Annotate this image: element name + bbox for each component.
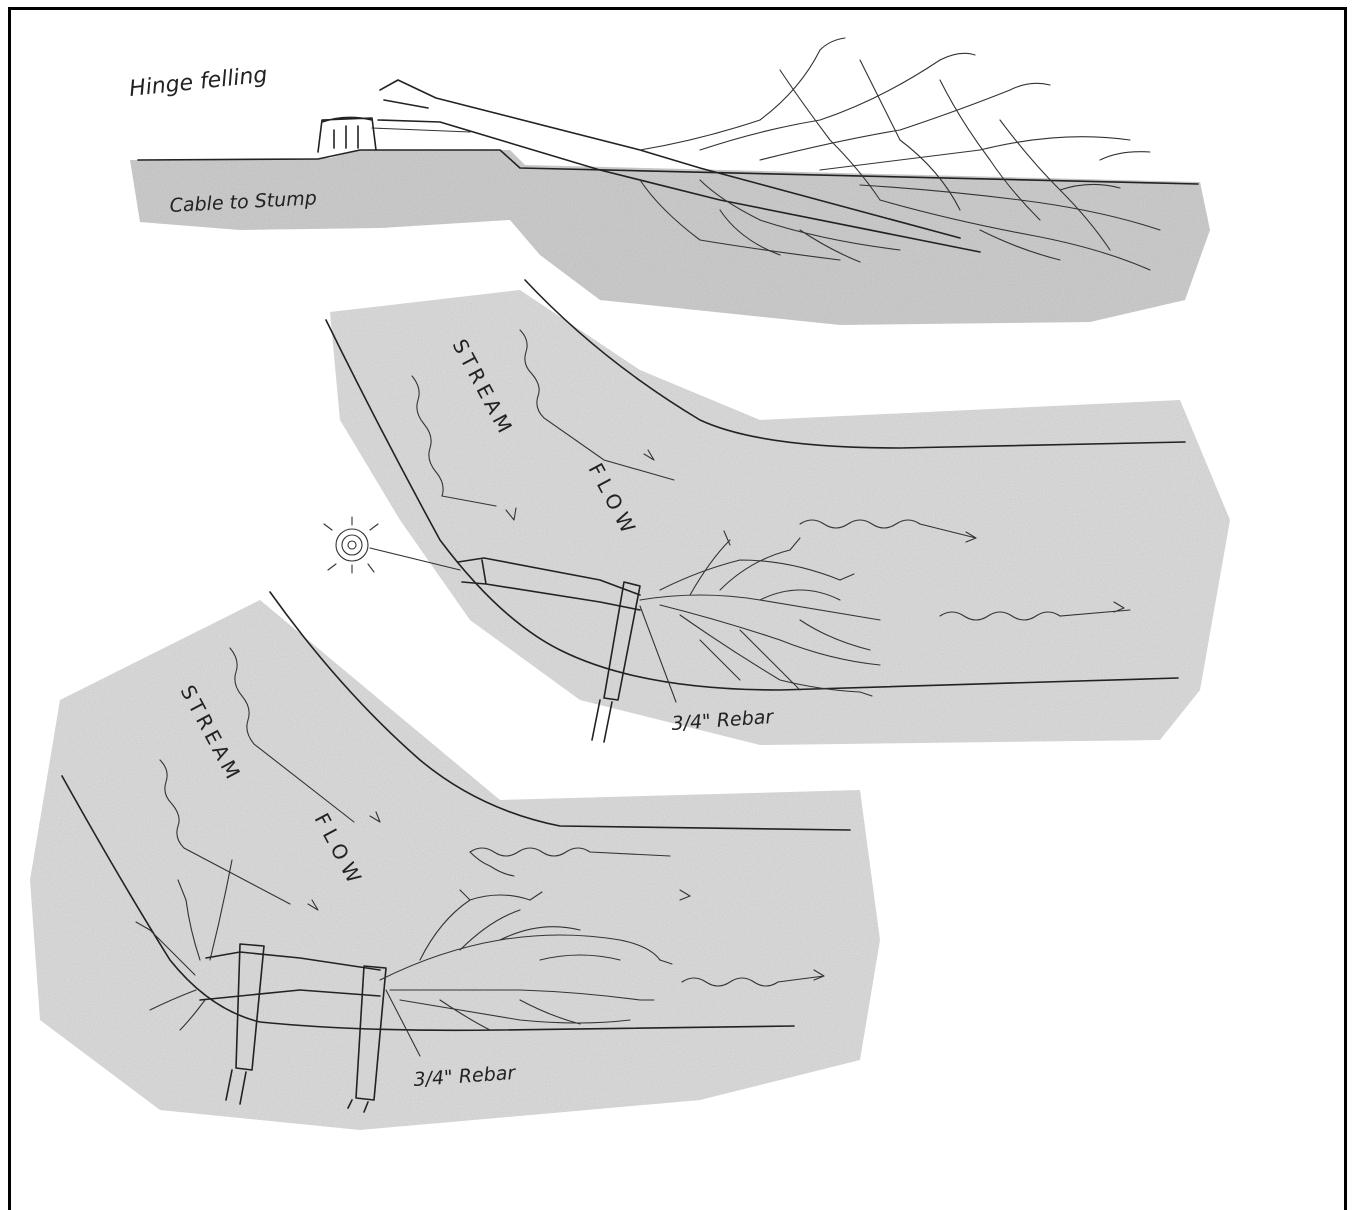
plan-view-panel-1: 3/4" Rebar STREAM FLOW: [324, 280, 1230, 745]
cable: [372, 128, 470, 132]
stump: [318, 117, 376, 152]
anchor-stump: [324, 517, 378, 573]
hinge-felling-label: Hinge felling: [128, 63, 269, 102]
bank-texture: [130, 150, 1210, 325]
hinge-felling-panel: Hinge felling Cable to Stump: [128, 38, 1210, 325]
